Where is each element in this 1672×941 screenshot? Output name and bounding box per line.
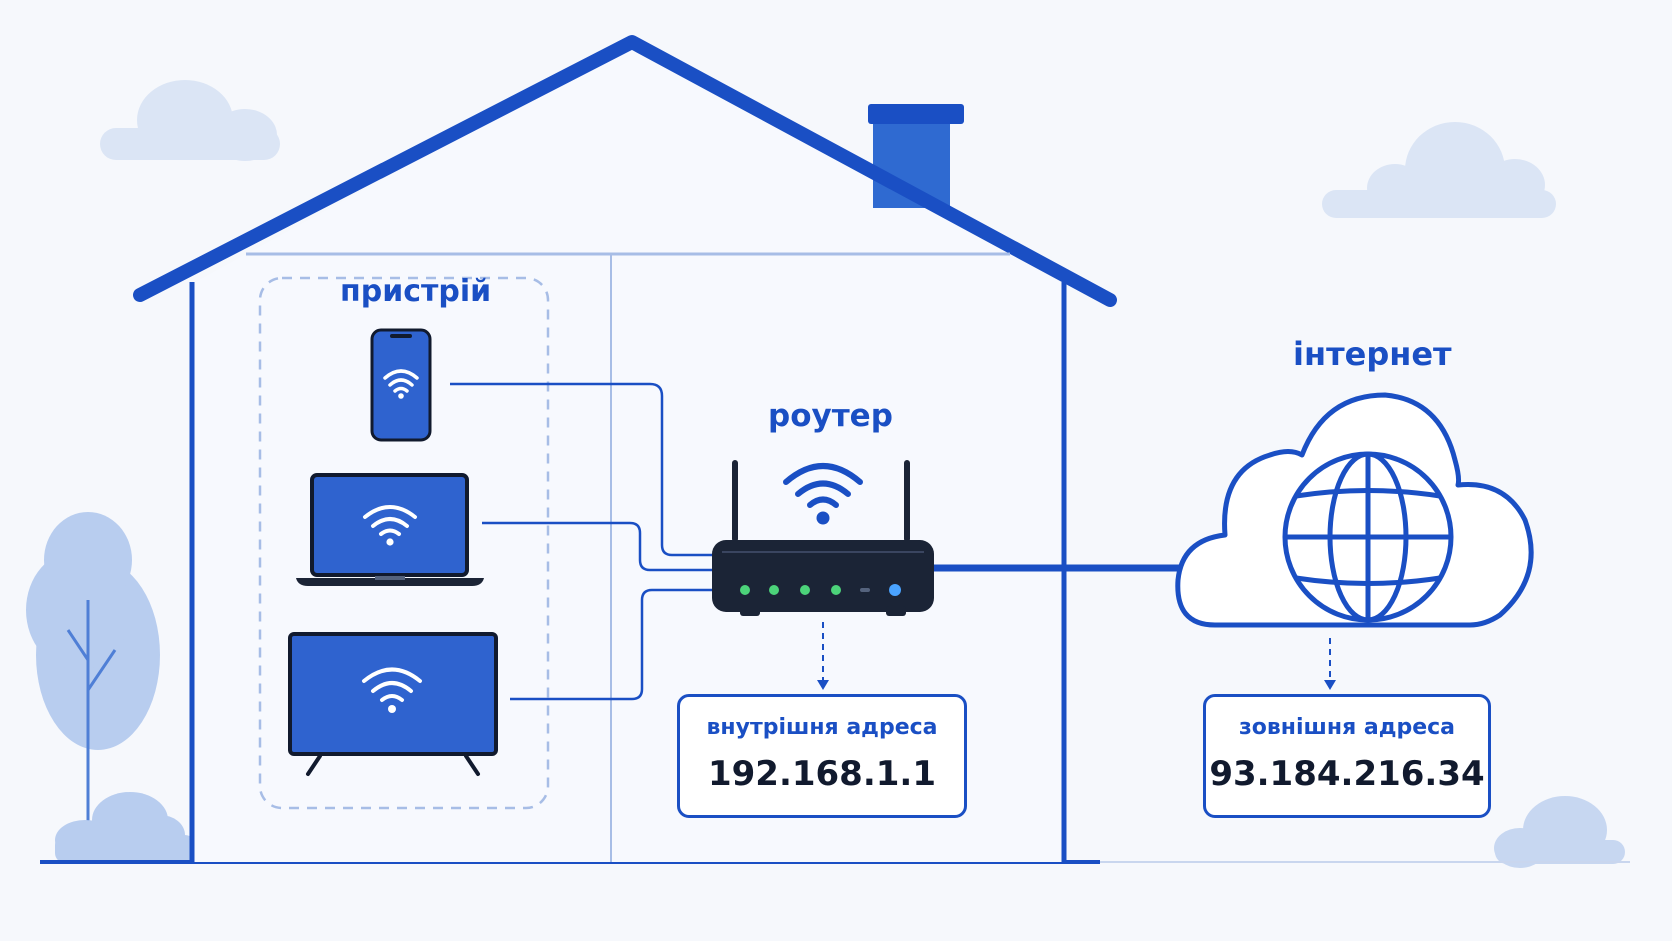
tv-icon xyxy=(288,632,498,776)
internal-address-caption: внутрішня адреса xyxy=(706,715,938,740)
bush-left xyxy=(55,792,195,863)
background-bush-right xyxy=(1494,796,1625,868)
laptop-icon xyxy=(296,473,484,586)
background-cloud-right xyxy=(1322,122,1556,218)
device-group-frame xyxy=(258,276,550,810)
external-address-box: зовнішня адреса 93.184.216.34 xyxy=(1203,694,1491,818)
device-label: пристрій xyxy=(340,274,492,309)
arrow-internet-address xyxy=(1324,638,1336,690)
external-address-value: 93.184.216.34 xyxy=(1209,754,1485,794)
globe-icon xyxy=(1282,451,1454,623)
wifi-icon xyxy=(783,463,863,508)
wifi-icon xyxy=(363,505,417,536)
smartphone-icon xyxy=(370,328,432,442)
arrow-router-address xyxy=(817,622,829,690)
external-address-caption: зовнішня адреса xyxy=(1238,715,1456,740)
background-cloud-left xyxy=(100,80,280,161)
wifi-icon xyxy=(383,369,419,393)
wifi-icon xyxy=(362,667,422,702)
internet-label: інтернет xyxy=(1293,335,1452,373)
tree xyxy=(26,512,160,860)
internal-address-box: внутрішня адреса 192.168.1.1 xyxy=(677,694,967,818)
router-label: роутер xyxy=(768,398,893,434)
router-icon xyxy=(712,460,934,616)
cloud-icon xyxy=(1175,392,1534,628)
connection-lines xyxy=(450,382,712,701)
internal-address-value: 192.168.1.1 xyxy=(707,754,936,794)
